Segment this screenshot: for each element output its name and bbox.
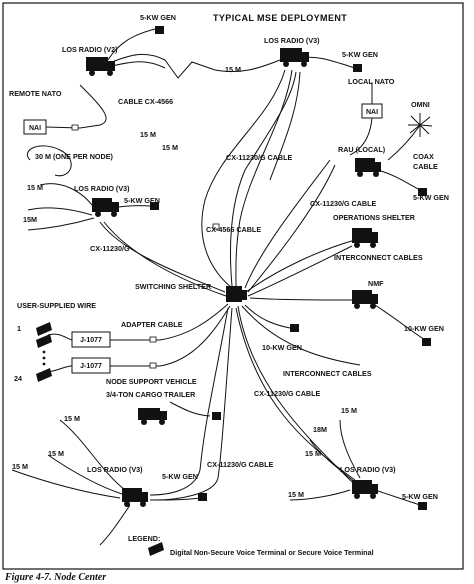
gen-icon — [290, 324, 299, 332]
label-15m-b: 15 M — [162, 143, 178, 152]
label-switching-shelter: SWITCHING SHELTER — [135, 282, 212, 291]
label-15m-bl1: 15 M — [64, 414, 80, 423]
diagram-title: TYPICAL MSE DEPLOYMENT — [213, 13, 347, 23]
label-los-v3-top: LOS RADIO (V3) — [264, 36, 320, 45]
label-15m-br3: 15 M — [288, 490, 304, 499]
label-gen-top: 5-KW GEN — [140, 13, 176, 22]
label-trailer: 3/4-TON CARGO TRAILER — [106, 390, 196, 399]
label-num-24: 24 — [14, 374, 22, 383]
label-local-nato: LOCAL NATO — [348, 77, 395, 86]
label-cable-cx11230-top: CX-11230/G CABLE — [226, 153, 293, 162]
voice-terminals — [36, 322, 164, 556]
label-18m: 18M — [313, 425, 327, 434]
gen-icon — [418, 188, 427, 196]
cable-connectors — [71, 124, 220, 369]
gen-icon — [422, 338, 431, 346]
label-15m-br1: 15 M — [341, 406, 357, 415]
label-coax-cable-1: COAX — [413, 152, 434, 161]
label-15m-a: 15 M — [140, 130, 156, 139]
gen-icon — [198, 493, 207, 501]
nai-left-label: NAI — [29, 125, 41, 132]
label-gen-10kw-right: 10-KW GEN — [404, 324, 444, 333]
rau-local-vehicle — [355, 158, 381, 177]
label-interconnect-2: INTERCONNECT CABLES — [283, 369, 372, 378]
legend-heading: LEGEND: — [128, 534, 160, 543]
label-cable-cx4566-mid: CX-4566 CABLE — [206, 225, 261, 234]
label-omni: OMNI — [411, 100, 430, 109]
gen-icon — [418, 502, 427, 510]
label-30m: 30 M (ONE PER NODE) — [35, 152, 113, 161]
label-cable-cx4566-top: CABLE CX-4566 — [118, 97, 173, 106]
label-cx11230g-left: CX-11230/G — [90, 244, 130, 253]
label-coax-cable-2: CABLE — [413, 162, 438, 171]
label-num-1: 1 — [17, 324, 21, 333]
label-gen-bl: 5-KW GEN — [162, 472, 198, 481]
j1077-box-a: J-1077 — [71, 331, 111, 348]
label-gen-top-right: 5-KW GEN — [342, 50, 378, 59]
label-15m-br2: 15 M — [305, 449, 321, 458]
label-los-v3-left: LOS RADIO (V3) — [74, 184, 130, 193]
gen-icon — [212, 412, 221, 420]
label-15m-bl2: 15 M — [48, 449, 64, 458]
label-cable-cx11230-low: CX-11230/G CABLE — [254, 389, 321, 398]
label-gen-left: 5-KW GEN — [124, 196, 160, 205]
label-gen-10kw-mid: 10-KW GEN — [262, 343, 302, 352]
diagram-border — [2, 2, 464, 570]
los-radio-v3-bottom-left-vehicle — [122, 488, 148, 507]
omni-antenna-icon — [408, 113, 433, 137]
label-15m-left1: 15 M — [27, 183, 43, 192]
label-cable-cx11230-bottom: CX-11230/G CABLE — [207, 460, 274, 469]
los-radio-v2-vehicle — [86, 57, 115, 76]
cable-lines — [11, 27, 426, 546]
gen-icon — [155, 26, 164, 34]
label-nsv: NODE SUPPORT VEHICLE — [106, 377, 197, 386]
label-remote-nato: REMOTE NATO — [9, 89, 62, 98]
label-gen-rau: 5-KW GEN — [413, 193, 449, 202]
gen-icon — [353, 64, 362, 72]
label-user-wire: USER-SUPPLIED WIRE — [17, 301, 96, 310]
nai-box-left: NAI — [23, 119, 47, 135]
label-cable-cx11230-right: CX-11230/G CABLE — [310, 199, 377, 208]
j1077-box-b: J-1077 — [71, 357, 111, 374]
label-ops-shelter: OPERATIONS SHELTER — [333, 213, 416, 222]
los-radio-v3-top-vehicle — [280, 48, 309, 67]
nmf-vehicle — [352, 290, 378, 309]
label-adapter-cable: ADAPTER CABLE — [121, 320, 183, 329]
operations-shelter-vehicle — [352, 228, 378, 248]
vehicles — [86, 48, 381, 507]
generators — [150, 26, 431, 510]
label-15m-bl3: 15 M — [12, 462, 28, 471]
gen-icon — [150, 202, 159, 210]
node-support-vehicle — [138, 408, 167, 425]
los-radio-v3-left-vehicle — [92, 198, 119, 217]
nai-box-right: NAI — [361, 103, 383, 119]
label-15m-left2: 15M — [23, 215, 37, 224]
switching-shelter-vehicle — [226, 286, 247, 302]
legend-item: Digital Non-Secure Voice Terminal or Sec… — [170, 548, 374, 557]
nai-right-label: NAI — [366, 109, 378, 116]
label-rau-local: RAU (LOCAL) — [338, 145, 386, 154]
label-los-v3-bl: LOS RADIO (V3) — [87, 465, 143, 474]
label-gen-br: 5-KW GEN — [402, 492, 438, 501]
j1077-a-label: J-1077 — [80, 337, 102, 344]
j1077-b-label: J-1077 — [80, 363, 102, 370]
label-15m-top: 15 M — [225, 65, 241, 74]
label-interconnect-1: INTERCONNECT CABLES — [334, 253, 423, 262]
label-los-v2: LOS RADIO (V2) — [62, 45, 118, 54]
label-los-v3-br: LOS RADIO (V3) — [340, 465, 396, 474]
label-nmf: NMF — [368, 279, 384, 288]
los-radio-v3-bottom-right-vehicle — [352, 480, 378, 499]
figure-caption: Figure 4-7. Node Center — [4, 572, 106, 583]
